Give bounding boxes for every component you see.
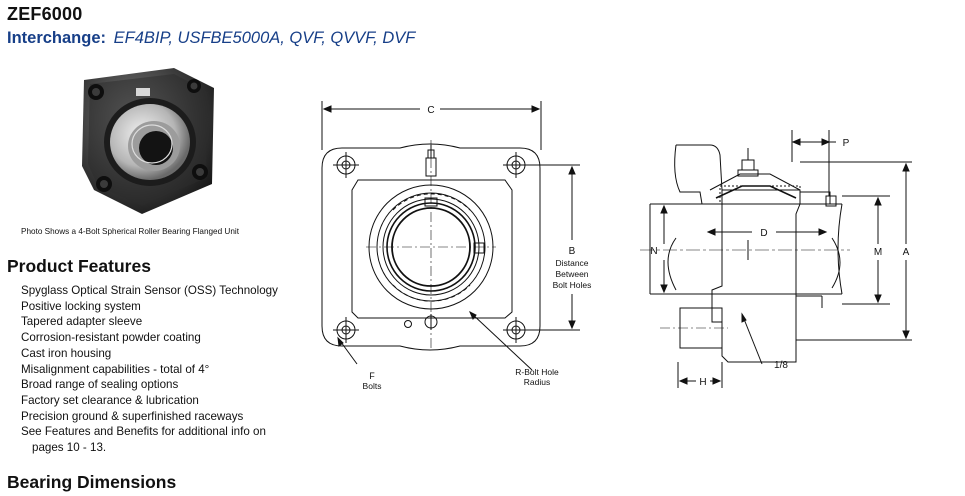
dim-r-desc: Radius (524, 377, 550, 387)
dim-b-desc-3: Bolt Holes (553, 280, 592, 290)
dim-fraction-label: 1/8 (774, 360, 788, 371)
dim-n-label: N (650, 246, 657, 257)
list-item: Factory set clearance & lubrication (21, 393, 199, 407)
list-item: See Features and Benefits for additional… (21, 425, 266, 439)
list-item: Tapered adapter sleeve (21, 315, 143, 329)
dim-p-label: P (843, 138, 850, 149)
photo-caption: Photo Shows a 4-Bolt Spherical Roller Be… (21, 227, 239, 236)
interchange-line: Interchange: EF4BIP, USFBE5000A, QVF, QV… (7, 29, 415, 48)
interchange-models: EF4BIP, USFBE5000A, QVF, QVVF, DVF (113, 29, 416, 47)
list-item: Corrosion-resistant powder coating (21, 331, 201, 345)
dimensions-heading: Bearing Dimensions (7, 472, 177, 492)
list-item: Precision ground & superfinished raceway… (21, 409, 244, 423)
list-item: Broad range of sealing options (21, 378, 179, 392)
dim-f-desc: Bolts (363, 381, 382, 391)
list-item: Positive locking system (21, 299, 141, 313)
dim-m-label: M (874, 247, 882, 258)
list-item: Misalignment capabilities - total of 4° (21, 362, 210, 376)
dim-h-label: H (699, 377, 706, 388)
list-item-continuation: pages 10 - 13. (32, 441, 107, 455)
dim-a-label: A (903, 247, 910, 258)
dim-d-label: D (760, 228, 767, 239)
features-list: Spyglass Optical Strain Sensor (OSS) Tec… (21, 283, 278, 456)
dim-c-label: C (427, 105, 434, 116)
list-item: Cast iron housing (21, 346, 112, 360)
dim-b-desc-2: Between (555, 269, 588, 279)
dim-b-label: B (569, 246, 576, 257)
bearing-photo (82, 68, 214, 214)
product-title: ZEF6000 (7, 4, 83, 24)
dim-r-label: R-Bolt Hole (515, 367, 559, 377)
side-view (640, 130, 912, 388)
front-view (321, 101, 580, 371)
list-item: Spyglass Optical Strain Sensor (OSS) Tec… (21, 284, 278, 297)
dim-b-desc-1: Distance (555, 258, 588, 268)
features-heading: Product Features (7, 256, 151, 276)
dimension-drawing: C B Distance Between Bolt Holes F Bolts … (321, 101, 912, 391)
interchange-label: Interchange: (7, 29, 107, 47)
dim-f-label: F (369, 371, 375, 381)
